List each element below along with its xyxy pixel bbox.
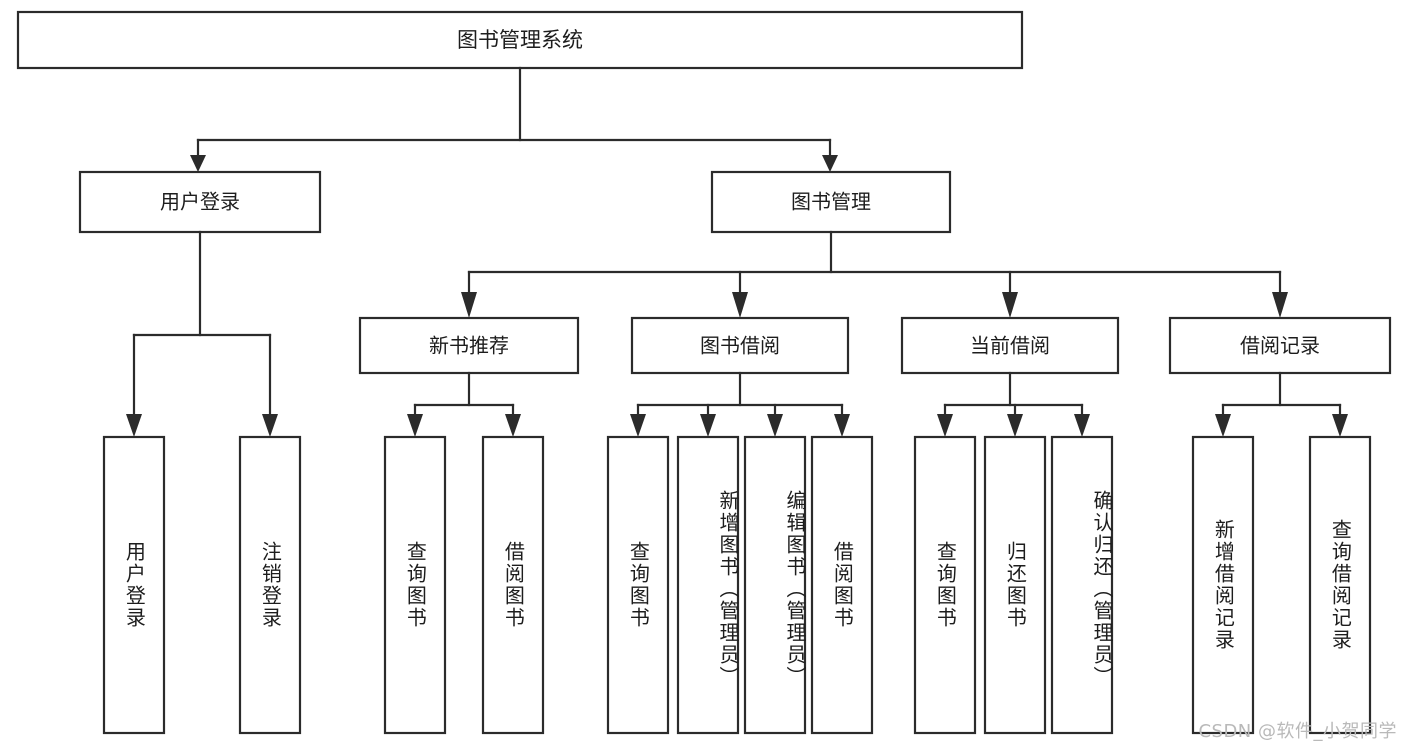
arrow-cb-leaf3 (1074, 414, 1090, 437)
leaf-box-user-login-1[interactable] (102, 435, 166, 735)
leaf-box-br-1[interactable] (1191, 435, 1255, 735)
arrow-bb-leaf2 (700, 414, 716, 437)
arrow-nbr-leaf1 (407, 414, 423, 437)
node-book-management-label: 图书管理 (791, 190, 871, 214)
arrow-book-to-l3-1 (461, 292, 477, 318)
node-book-borrow-label: 图书借阅 (700, 334, 780, 358)
node-new-book-recommend[interactable]: 新书推荐 (358, 316, 580, 375)
arrow-user-leaf2 (262, 414, 278, 437)
leaf-box-bb-4[interactable] (810, 435, 874, 735)
arrow-bb-leaf3 (767, 414, 783, 437)
leaf-box-bb-3[interactable] (743, 435, 807, 735)
leaf-box-cb-1[interactable] (913, 435, 977, 735)
arrow-book-to-l3-3 (1002, 292, 1018, 318)
arrow-book-to-l3-4 (1272, 292, 1288, 318)
arrow-bb-leaf4 (834, 414, 850, 437)
watermark-text: CSDN @软件_小贺同学 (1198, 721, 1397, 742)
node-book-borrow[interactable]: 图书借阅 (630, 316, 850, 375)
node-borrow-record-box[interactable] (1168, 316, 1392, 375)
leaf-box-br-2[interactable] (1308, 435, 1372, 735)
node-user-login-label: 用户登录 (160, 190, 240, 214)
arrow-root-to-user (190, 155, 206, 172)
leaf-box-user-login-2[interactable] (238, 435, 302, 735)
arrow-cb-leaf1 (937, 414, 953, 437)
arrow-bb-leaf1 (630, 414, 646, 437)
node-root-box[interactable] (16, 10, 1024, 70)
leaf-box-cb-2[interactable] (983, 435, 1047, 735)
node-new-book-recommend-label: 新书推荐 (429, 334, 509, 358)
arrow-nbr-leaf2 (505, 414, 521, 437)
node-user-login[interactable]: 用户登录 (78, 170, 322, 234)
arrow-br-leaf1 (1215, 414, 1231, 437)
leaf-box-nbr-1[interactable] (383, 435, 447, 735)
node-borrow-record-label: 借阅记录 (1240, 334, 1320, 358)
leaf-box-nbr-2[interactable] (481, 435, 545, 735)
arrow-br-leaf2 (1332, 414, 1348, 437)
leaf-box-bb-2[interactable] (676, 435, 740, 735)
node-current-borrow-label: 当前借阅 (970, 334, 1050, 358)
node-book-management[interactable]: 图书管理 (710, 170, 952, 234)
leaf-box-bb-1[interactable] (606, 435, 670, 735)
node-new-book-recommend-box[interactable] (358, 316, 580, 375)
arrow-root-to-book (822, 155, 838, 172)
node-current-borrow[interactable]: 当前借阅 (900, 316, 1120, 375)
arrow-user-leaf1 (126, 414, 142, 437)
leaf-box-cb-3[interactable] (1050, 435, 1114, 735)
arrow-book-to-l3-2 (732, 292, 748, 318)
node-borrow-record[interactable]: 借阅记录 (1168, 316, 1392, 375)
node-book-borrow-box[interactable] (630, 316, 850, 375)
node-current-borrow-box[interactable] (900, 316, 1120, 375)
node-root-label: 图书管理系统 (457, 28, 583, 52)
node-book-management-box[interactable] (710, 170, 952, 234)
arrow-cb-leaf2 (1007, 414, 1023, 437)
node-root[interactable]: 图书管理系统 (16, 10, 1024, 70)
